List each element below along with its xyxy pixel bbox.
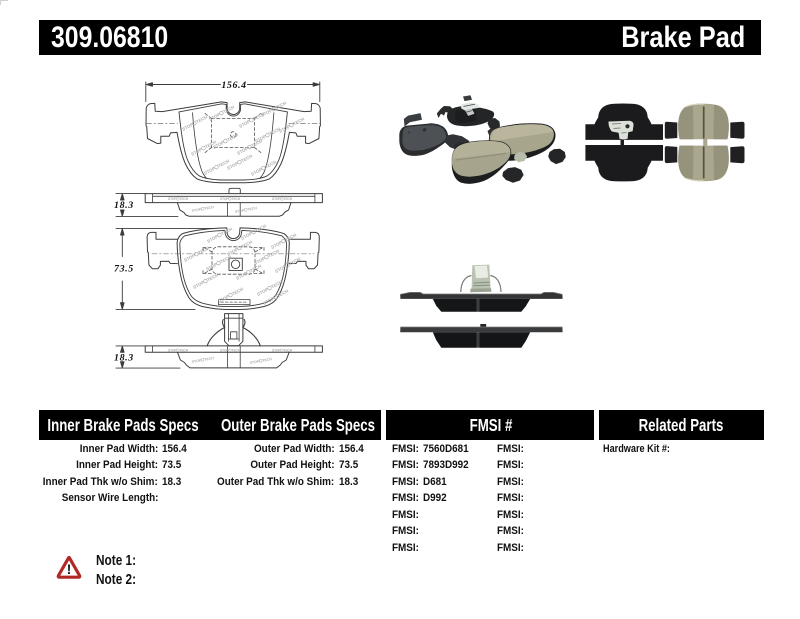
svg-text:18.3: 18.3 [114,352,134,363]
svg-text:!: ! [67,562,72,577]
svg-text:18.3: 18.3 [114,200,134,211]
svg-text:156.4: 156.4 [221,80,246,91]
svg-text:73.5: 73.5 [114,264,134,275]
